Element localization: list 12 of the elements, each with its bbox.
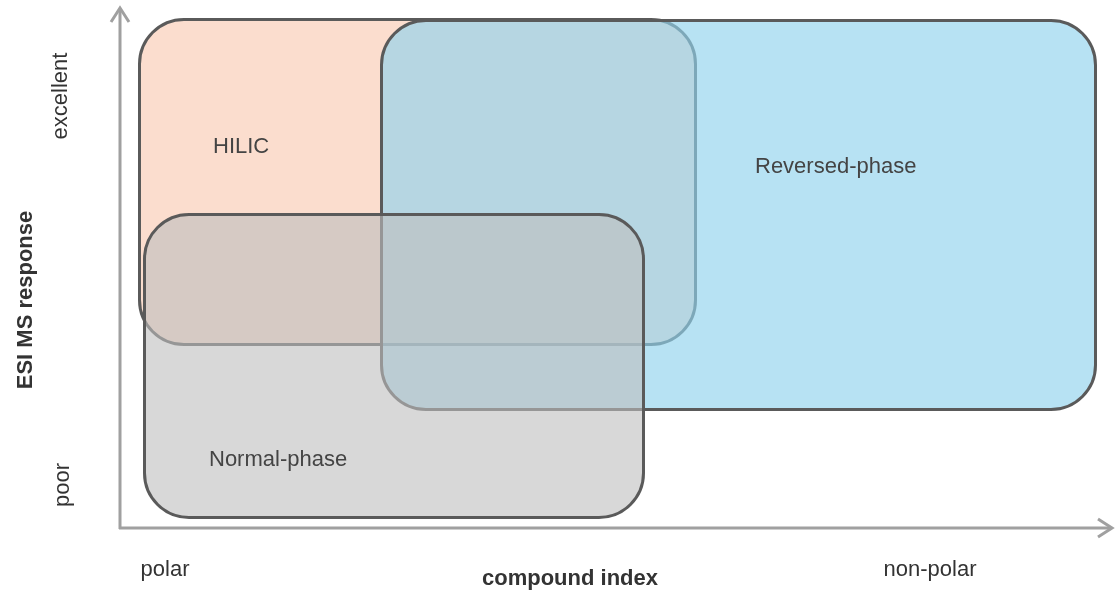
- axis-label: non-polar: [883, 556, 977, 582]
- axis-label: excellent: [47, 52, 73, 140]
- axis-title: ESI MS response: [12, 210, 38, 390]
- region-label: Reversed-phase: [755, 153, 917, 179]
- axis-label: poor: [49, 463, 75, 507]
- region-box: [380, 19, 1097, 411]
- axis-label: polar: [140, 556, 190, 582]
- region-label: Normal-phase: [209, 446, 348, 472]
- region-box: [143, 213, 645, 519]
- region-box: [138, 18, 697, 346]
- region-label: HILIC: [213, 133, 270, 159]
- axis-title: compound index: [482, 565, 658, 591]
